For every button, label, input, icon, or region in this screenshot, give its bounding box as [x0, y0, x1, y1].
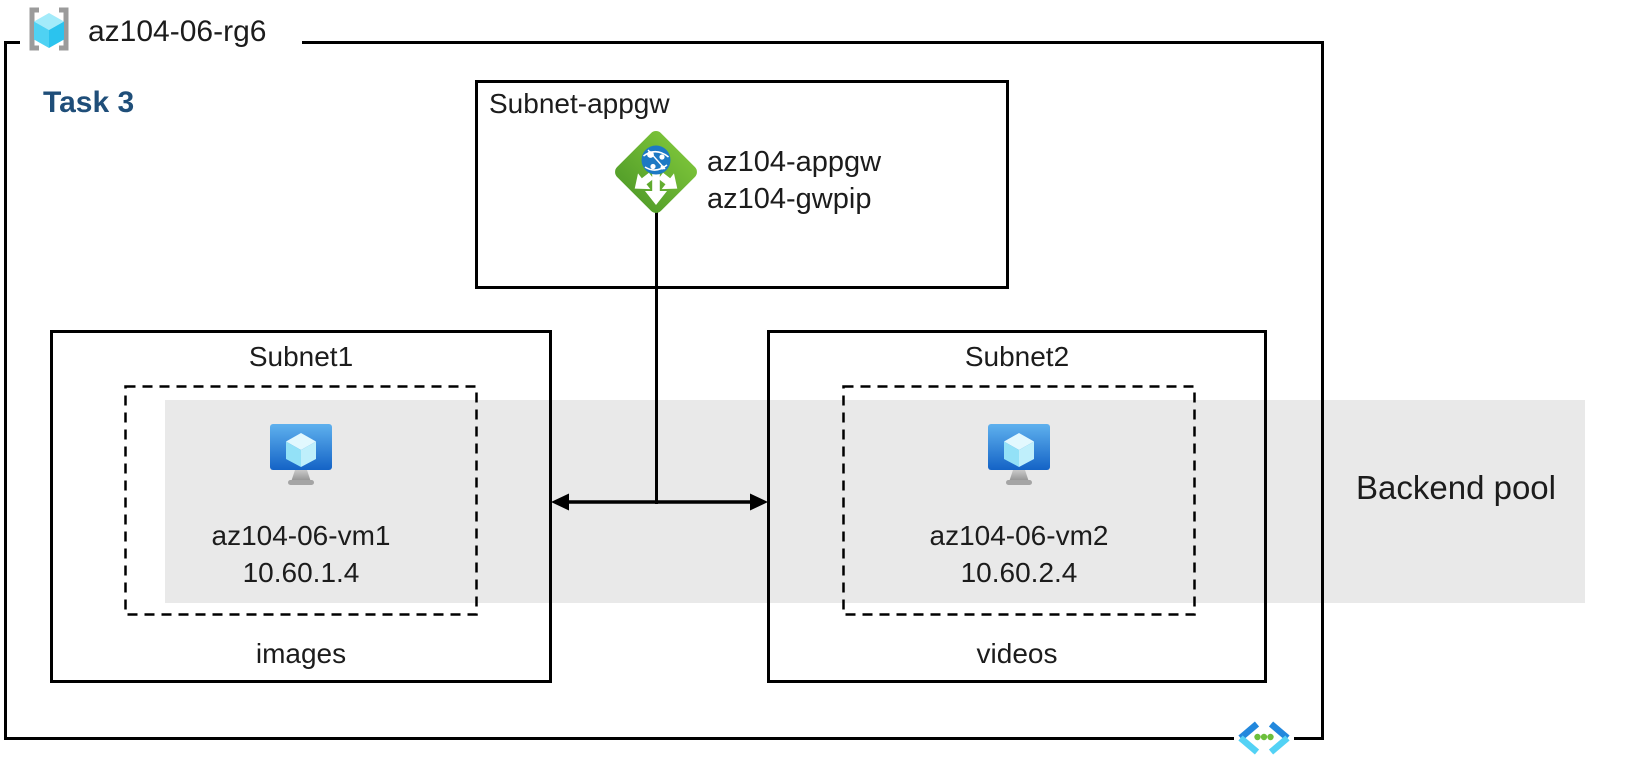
resource-group-name: az104-06-rg6 [88, 15, 267, 48]
subnet2-backend-dashed-box [842, 385, 1196, 616]
appgw-name: az104-appgw [707, 146, 882, 178]
virtual-machine-icon [987, 424, 1051, 488]
vm2-info: az104-06-vm2 10.60.2.4 [843, 517, 1195, 591]
resource-group-title-gap [20, 37, 302, 48]
backend-pool-band [165, 400, 1585, 603]
subnet1-box [50, 330, 552, 683]
application-gateway-icon [610, 126, 702, 218]
resource-group-border [4, 41, 1324, 740]
virtual-machine-icon [269, 424, 333, 488]
subnet2-label: Subnet2 [964, 341, 1070, 372]
subnet1-storage-label: images [255, 638, 347, 669]
appgw-subnet-box [475, 80, 1009, 289]
subnet2-box [767, 330, 1267, 683]
vm2-name: az104-06-vm2 [929, 520, 1109, 551]
subnet-double-arrow [549, 489, 770, 515]
virtual-network-icon [1234, 719, 1294, 757]
resource-group-icon [26, 7, 72, 51]
subnet1-backend-dashed-box [124, 385, 478, 616]
gateway-connector-line [655, 208, 658, 504]
appgw-subnet-label: Subnet-appgw [489, 88, 670, 119]
subnet2-storage-label: videos [976, 638, 1058, 669]
appgw-public-ip-name: az104-gwpip [707, 183, 872, 215]
vm1-info: az104-06-vm1 10.60.1.4 [125, 517, 477, 591]
subnet1-label: Subnet1 [248, 341, 354, 372]
vm1-name: az104-06-vm1 [211, 520, 391, 551]
task-label: Task 3 [43, 86, 135, 119]
backend-pool-label: Backend pool [1356, 469, 1556, 506]
appgw-names: az104-appgw az104-gwpip [707, 144, 881, 218]
vm1-ip: 10.60.1.4 [242, 557, 360, 588]
vm2-ip: 10.60.2.4 [960, 557, 1078, 588]
